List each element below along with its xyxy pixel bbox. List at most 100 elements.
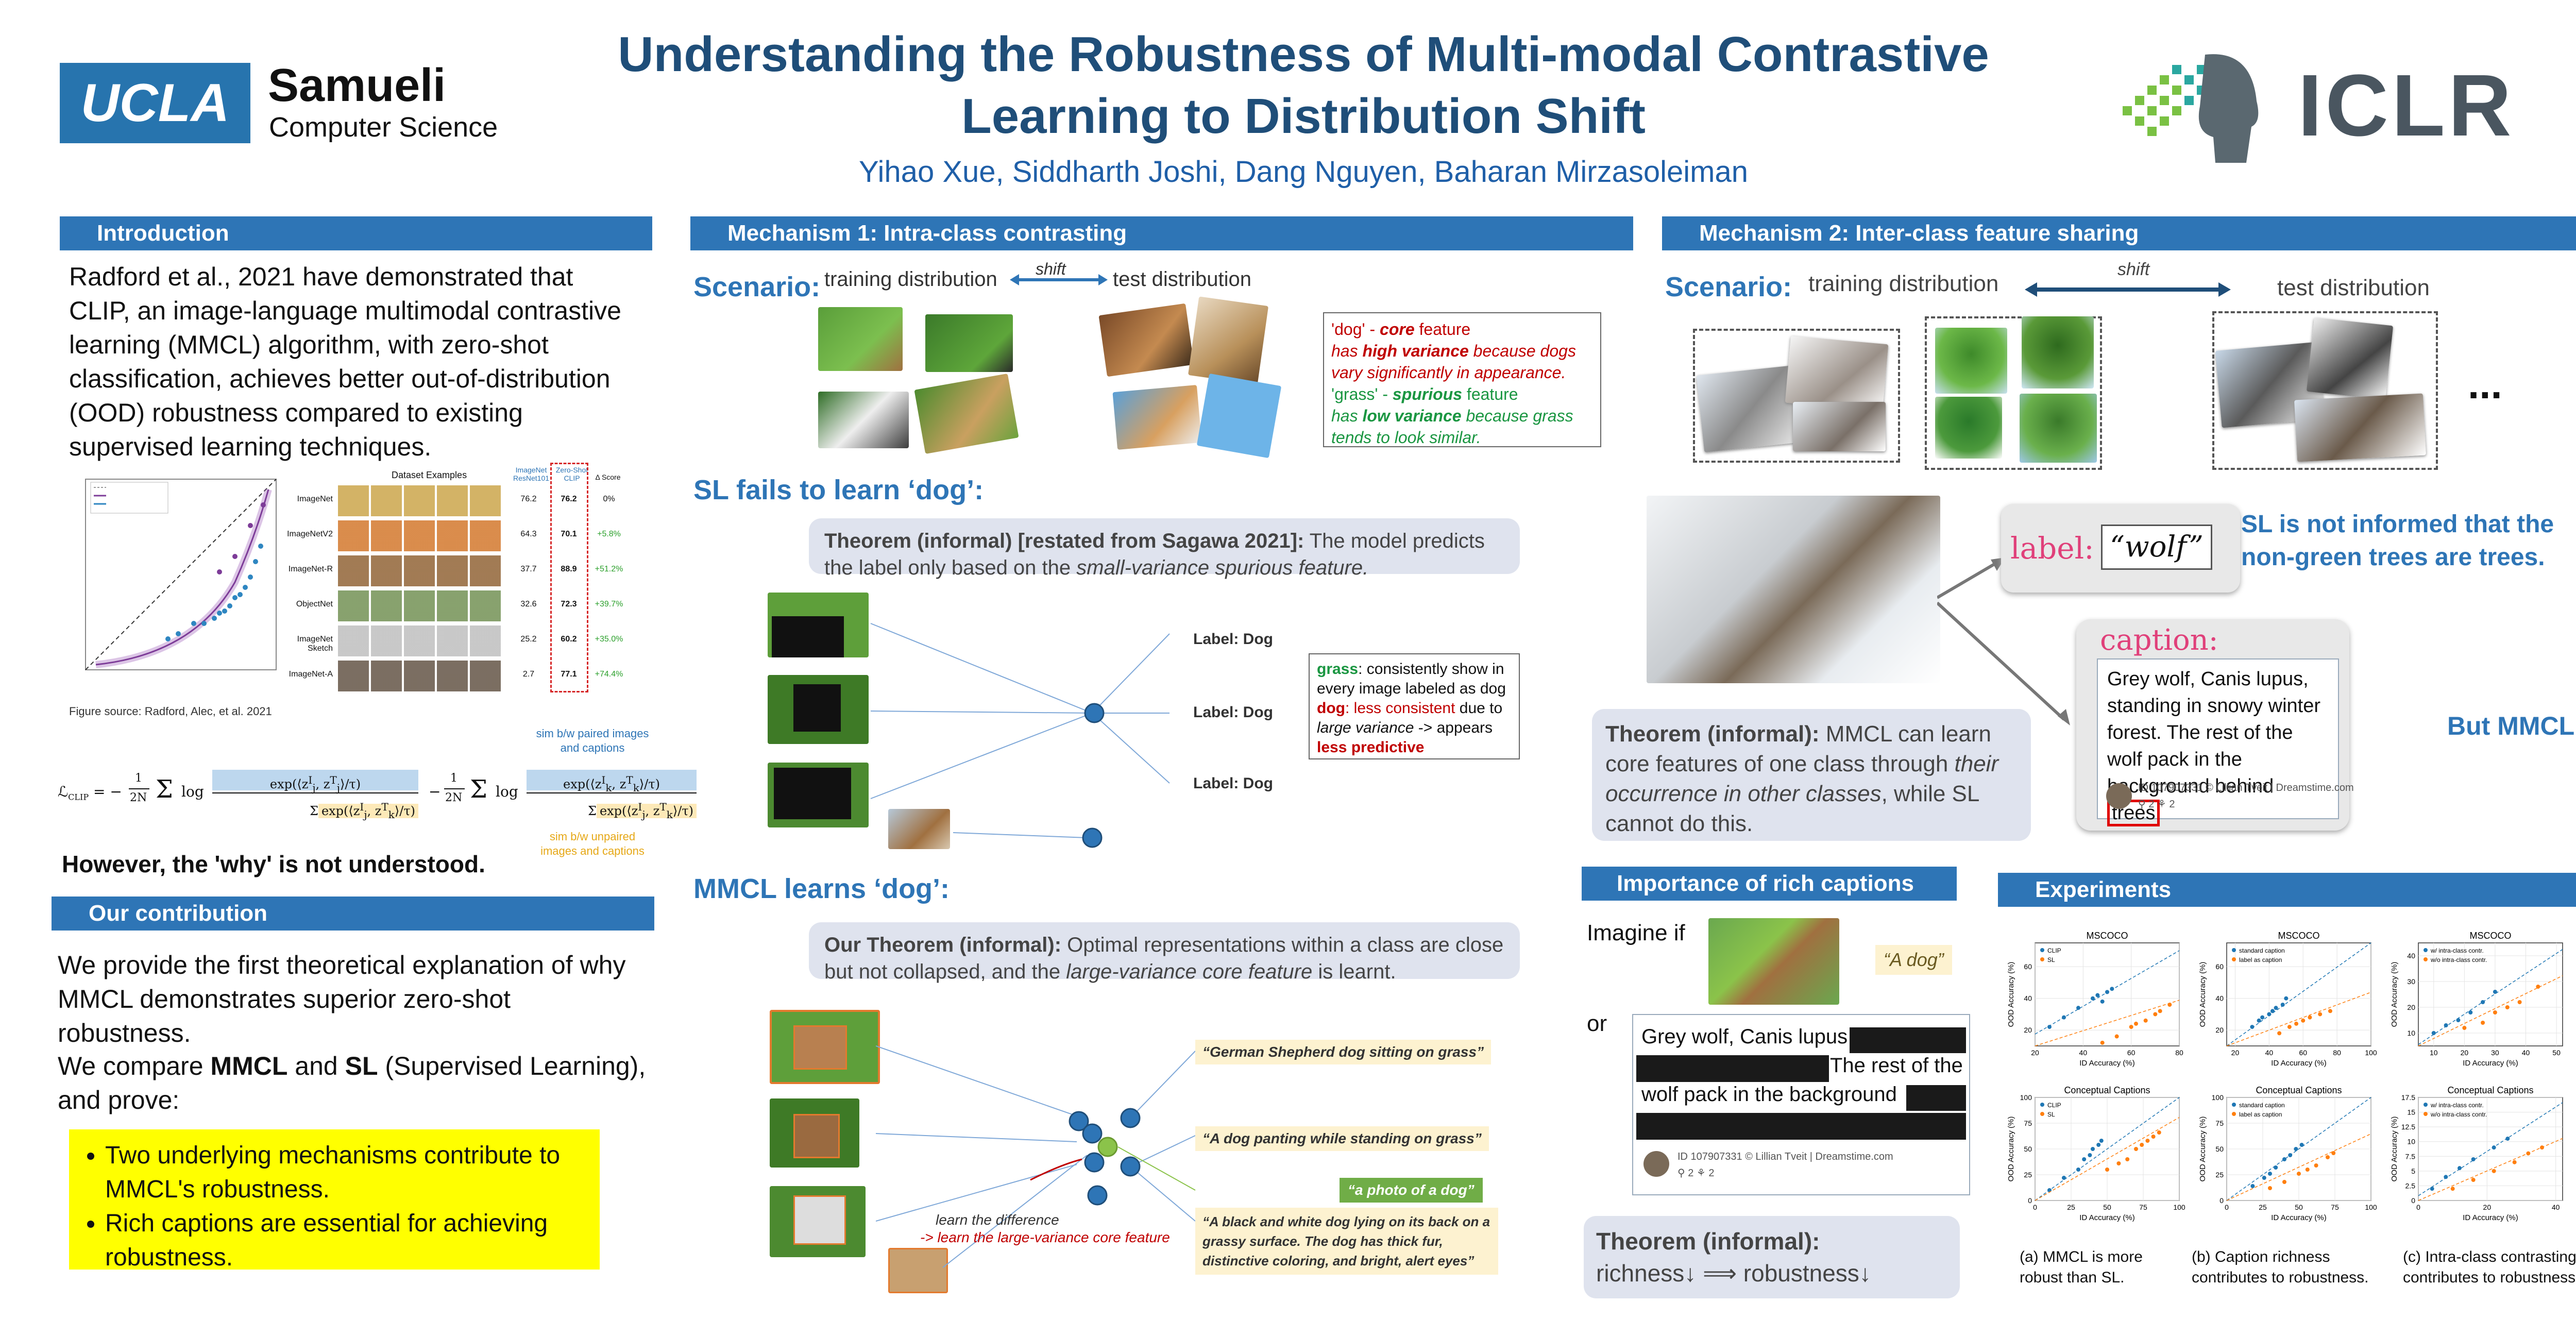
data-point — [2471, 1178, 2476, 1182]
y-tick-label: 7.5 — [2405, 1152, 2416, 1160]
data-point — [2280, 1003, 2285, 1007]
legend-marker — [2232, 1103, 2236, 1107]
y-tick-label: 60 — [2024, 962, 2032, 971]
train-tree-box — [1925, 316, 2102, 470]
data-point — [2481, 1021, 2485, 1025]
data-point — [2299, 1143, 2304, 1147]
fit-line — [2226, 1097, 2371, 1201]
poster-title-line1: Understanding the Robustness of Multi-mo… — [618, 27, 1989, 82]
mmcl-learns-heading: MMCL learns ‘dog’: — [693, 873, 950, 904]
rich-captions-heading: Importance of rich captions — [1582, 867, 1957, 901]
y-tick-label: 60 — [2215, 962, 2224, 971]
fit-line — [2035, 1117, 2180, 1201]
train-dog-grass-image — [925, 314, 1013, 372]
sl-fails-heading: SL fails to learn ‘dog’: — [693, 475, 984, 505]
legend-label: w/ intra-class contr. — [2430, 947, 2484, 954]
data-point — [2140, 1143, 2144, 1147]
legend-marker — [2040, 948, 2044, 952]
iclr-emblem-icon — [2123, 54, 2259, 163]
data-point — [2105, 990, 2109, 994]
y-tick-label: 25 — [2215, 1171, 2224, 1179]
formula-note-paired: sim b/w paired images and captions — [536, 727, 649, 754]
y-tick-label: 75 — [2024, 1119, 2032, 1127]
dataset-name: ImageNet — [297, 495, 333, 503]
contribution-text1: We provide the first theoretical explana… — [58, 951, 626, 1047]
data-point — [2444, 1023, 2448, 1027]
richness-theorem-box: Theorem (informal):richness↓ ⟹ robustnes… — [1584, 1216, 1960, 1298]
y-tick-label: 12.5 — [2401, 1123, 2415, 1131]
dataset-thumbnails — [338, 625, 503, 656]
y-tick-label: 100 — [2020, 1093, 2032, 1102]
data-point — [2047, 1025, 2052, 1029]
dept-logo-text: Computer Science — [269, 112, 498, 143]
legend-label: w/o intra-class contr. — [2430, 1111, 2487, 1118]
data-point — [2430, 1187, 2434, 1191]
chart-title: MSCOCO — [2278, 931, 2320, 941]
poster-authors: Yihao Xue, Siddharth Joshi, Dang Nguyen,… — [859, 155, 1748, 189]
mech1-train-label: training distribution — [824, 268, 997, 291]
y-tick-label: 50 — [2024, 1145, 2032, 1153]
label-word: label: — [2010, 531, 2094, 566]
y-tick-label: 10 — [2407, 1029, 2415, 1037]
why-not-understood: However, the 'why' is not understood. — [62, 851, 485, 877]
x-tick-label: 40 — [2265, 1049, 2274, 1057]
chart-frame — [2035, 942, 2180, 1046]
y-axis-label: OOD Accuracy (%) — [2390, 962, 2399, 1027]
fit-line — [2418, 975, 2563, 1046]
data-point — [2134, 1021, 2138, 1026]
data-point — [2267, 1012, 2272, 1017]
x-tick-label: 100 — [2365, 1203, 2377, 1211]
mech2-train-label: training distribution — [1808, 271, 1999, 296]
legend-label: CLIP — [2047, 1102, 2061, 1109]
fit-line — [2035, 1097, 2180, 1201]
data-point — [2277, 1031, 2282, 1036]
data-point — [2282, 1157, 2286, 1161]
data-point — [2062, 1176, 2066, 1180]
resnet-score: 2.7 — [522, 670, 535, 679]
contribution-bullets: Two underlying mechanisms contribute to … — [69, 1129, 600, 1271]
data-point — [2262, 1176, 2266, 1180]
data-point — [2100, 999, 2105, 1004]
y-tick-label: 25 — [2024, 1171, 2032, 1179]
sl-not-informed: SL is not informed that the non-green tr… — [2241, 511, 2554, 571]
data-point — [2297, 1172, 2301, 1176]
legend-label: SL — [2047, 1111, 2055, 1118]
data-point — [2536, 985, 2540, 989]
test-dog-image — [1098, 303, 1194, 377]
data-point — [2512, 1160, 2517, 1164]
chart-frame — [2418, 942, 2563, 1046]
x-tick-label: 100 — [2365, 1049, 2377, 1057]
data-point — [2143, 1018, 2148, 1023]
avatar — [2106, 783, 2132, 809]
legend-marker — [2424, 948, 2428, 952]
y-tick-label: 20 — [2215, 1026, 2224, 1034]
train-wolf-box — [1693, 329, 1900, 463]
exp-caption-b: (b) Caption richness contributes to robu… — [2192, 1248, 2369, 1286]
wolf-snow-image — [1793, 402, 1886, 451]
fit-line — [2418, 1138, 2563, 1201]
formula-note-unpaired: sim b/w unpaired images and captions — [540, 830, 645, 857]
green-tree-image — [2022, 316, 2094, 388]
legend-marker — [2424, 957, 2428, 961]
snowy-tree-image — [2294, 393, 2426, 462]
legend-label: standard caption — [2239, 1102, 2285, 1109]
fit-line — [2418, 949, 2563, 1045]
data-point — [2088, 1153, 2092, 1157]
data-point — [2468, 1010, 2473, 1014]
dog-core-box — [793, 1114, 840, 1158]
data-point — [2100, 1040, 2105, 1045]
data-point — [2099, 1139, 2104, 1143]
data-point — [2096, 1143, 2101, 1147]
exp-caption-c: (c) Intra-class contrasting contributes … — [2403, 1248, 2576, 1286]
data-point — [2444, 1175, 2448, 1179]
core-spurious-note: 'dog' - core feature has high variance b… — [1323, 312, 1601, 447]
dataset-name: ImageNet-A — [289, 670, 333, 679]
x-axis-label: ID Accuracy (%) — [2271, 1059, 2327, 1068]
redaction-bar — [1636, 1113, 1966, 1140]
col-imagenet-resnet: ImageNet ResNet101 — [513, 466, 550, 482]
chart-title: MSCOCO — [2087, 931, 2128, 941]
y-tick-label: 5 — [2411, 1167, 2415, 1175]
caption-dog-panting: “A dog panting while standing on grass” — [1195, 1126, 1489, 1151]
